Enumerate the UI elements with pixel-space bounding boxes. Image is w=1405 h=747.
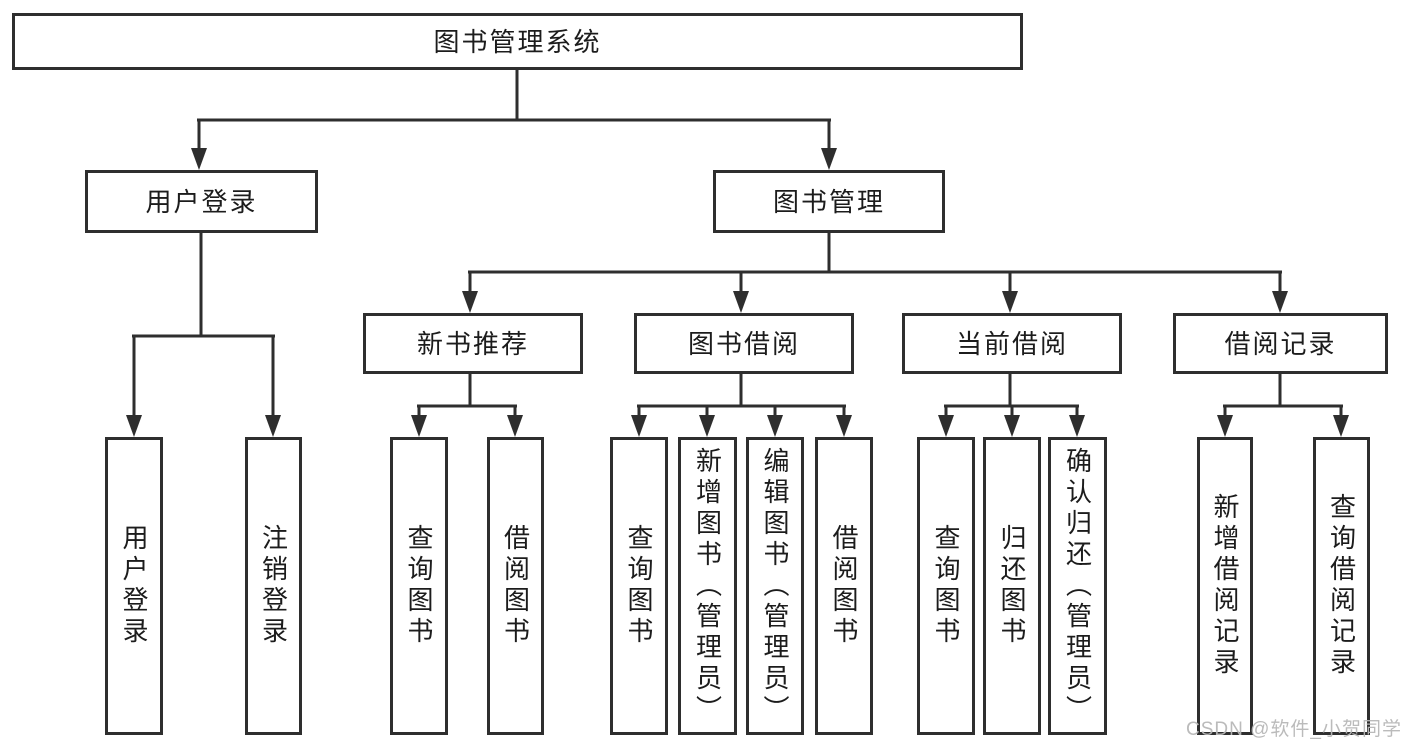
- leaf-nbr-query-books: 查询图书: [390, 437, 448, 735]
- leaf-bb-query-books-label: 查询图书: [624, 524, 654, 648]
- node-user-login-label: 用户登录: [145, 186, 258, 217]
- leaf-bb-edit-books-admin: 编辑图书（管理员）: [746, 437, 804, 735]
- leaf-bb-add-books-admin: 新增图书（管理员）: [678, 437, 737, 735]
- connector-bookmgmt-to-level3: [468, 233, 1282, 295]
- connector-userlogin-to-leaves: [132, 233, 275, 418]
- leaf-br-add-record: 新增借阅记录: [1197, 437, 1253, 735]
- leaf-logout: 注销登录: [245, 437, 302, 735]
- leaf-logout-label: 注销登录: [258, 524, 289, 648]
- leaf-cb-query-books-label: 查询图书: [931, 524, 961, 648]
- leaf-cb-return-books-label: 归还图书: [997, 524, 1027, 648]
- connector-newbookrec-to-leaves: [417, 374, 517, 418]
- leaf-nbr-borrow-books-label: 借阅图书: [500, 524, 531, 648]
- leaf-user-login: 用户登录: [105, 437, 163, 735]
- leaf-user-login-label: 用户登录: [119, 524, 149, 648]
- leaf-cb-confirm-return-admin: 确认归还（管理员）: [1048, 437, 1107, 735]
- node-book-management: 图书管理: [713, 170, 945, 233]
- node-current-borrowing: 当前借阅: [902, 313, 1122, 374]
- leaf-bb-borrow-books: 借阅图书: [815, 437, 873, 735]
- node-book-management-label: 图书管理: [772, 186, 885, 217]
- node-new-book-recommend: 新书推荐: [363, 313, 583, 374]
- leaf-br-query-record: 查询借阅记录: [1313, 437, 1370, 735]
- node-borrowing-records-label: 借阅记录: [1224, 328, 1337, 359]
- leaf-bb-borrow-books-label: 借阅图书: [829, 524, 859, 648]
- leaf-bb-add-books-admin-label: 新增图书（管理员）: [692, 446, 723, 726]
- node-book-borrowing: 图书借阅: [634, 313, 854, 374]
- leaf-nbr-query-books-label: 查询图书: [404, 524, 434, 648]
- connector-currentborrow-to-leaves: [944, 374, 1079, 418]
- connector-borrowrecord-to-leaves: [1223, 374, 1343, 418]
- node-new-book-recommend-label: 新书推荐: [416, 328, 529, 359]
- csdn-watermark: CSDN @软件_小贺同学: [1186, 719, 1402, 740]
- leaf-cb-confirm-return-admin-label: 确认归还（管理员）: [1062, 446, 1093, 726]
- leaf-cb-query-books: 查询图书: [917, 437, 975, 735]
- node-book-borrowing-label: 图书借阅: [687, 328, 800, 359]
- leaf-bb-edit-books-admin-label: 编辑图书（管理员）: [760, 446, 790, 726]
- node-root-label: 图书管理系统: [433, 26, 602, 57]
- leaf-nbr-borrow-books: 借阅图书: [487, 437, 544, 735]
- connector-bookborrow-to-leaves: [637, 374, 846, 418]
- node-borrowing-records: 借阅记录: [1173, 313, 1388, 374]
- leaf-bb-query-books: 查询图书: [610, 437, 668, 735]
- node-root: 图书管理系统: [12, 13, 1023, 70]
- leaf-br-add-record-label: 新增借阅记录: [1210, 493, 1240, 679]
- arrowheads: [126, 148, 1349, 437]
- node-current-borrowing-label: 当前借阅: [955, 328, 1068, 359]
- node-user-login: 用户登录: [85, 170, 318, 233]
- connector-root-to-level2: [197, 70, 831, 152]
- leaf-cb-return-books: 归还图书: [983, 437, 1041, 735]
- leaf-br-query-record-label: 查询借阅记录: [1326, 493, 1357, 679]
